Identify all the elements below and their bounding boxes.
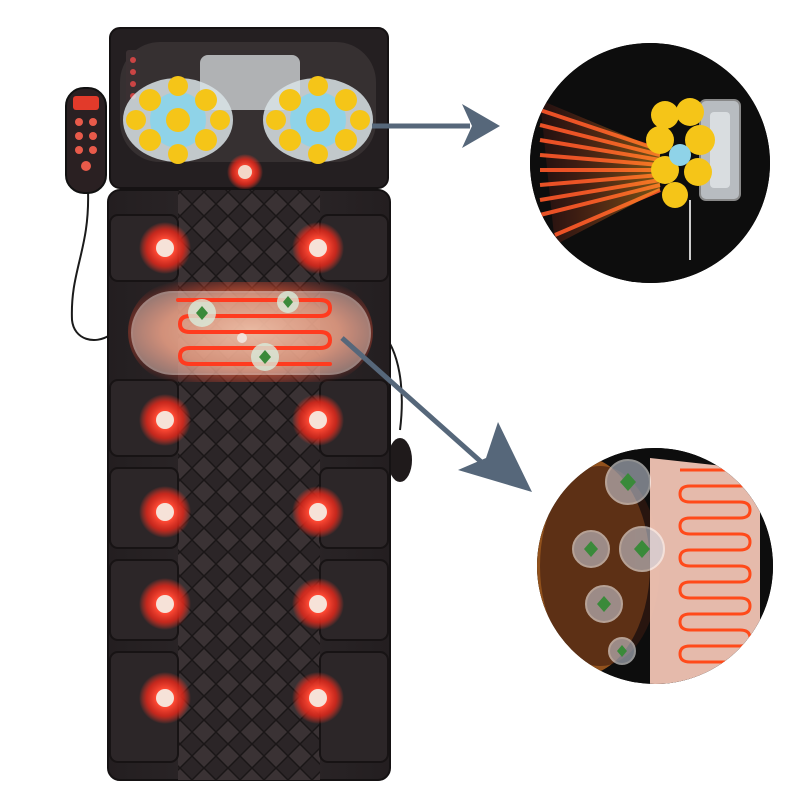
vibration-nodes	[139, 222, 344, 724]
vibration-node	[292, 486, 344, 538]
vibration-node	[139, 486, 191, 538]
heating-pad	[128, 282, 373, 382]
vibration-node	[292, 222, 344, 274]
vibration-node	[292, 672, 344, 724]
vibration-node	[139, 578, 191, 630]
inset-shiatsu-closeup	[530, 43, 770, 283]
arrow-right-icon	[372, 104, 500, 148]
vibration-node	[292, 394, 344, 446]
vibration-node	[292, 578, 344, 630]
arrow-down-right-icon	[340, 336, 532, 492]
vibration-node	[139, 672, 191, 724]
remote-control-icon	[65, 87, 111, 341]
vibration-node	[139, 394, 191, 446]
head-pillow	[109, 27, 389, 190]
vibration-node	[139, 222, 191, 274]
shiatsu-node-left	[123, 76, 233, 164]
shiatsu-node-right	[263, 76, 373, 164]
inset-heating-closeup	[537, 448, 773, 684]
